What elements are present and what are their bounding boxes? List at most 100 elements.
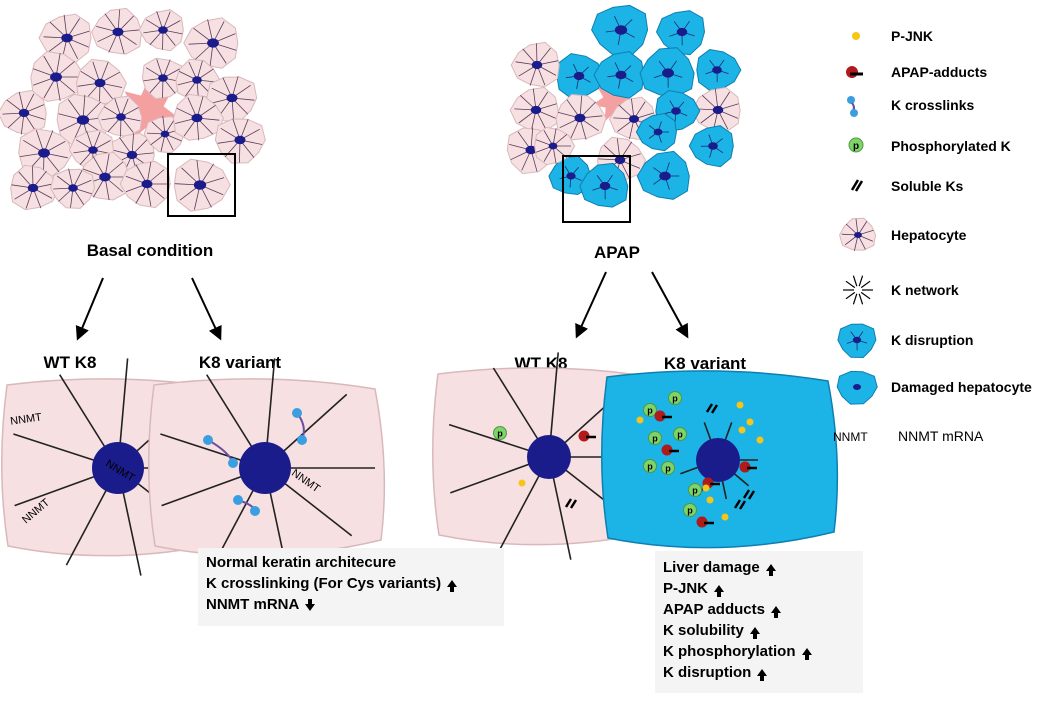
summary-text: Normal keratin architecure (206, 554, 397, 571)
hepatocyte (10, 164, 60, 211)
arrow-up-icon (770, 606, 781, 618)
dot-icon (518, 479, 526, 487)
hepatocyte (214, 118, 266, 164)
crosslink-icon (233, 495, 260, 516)
dot-icon (738, 426, 746, 434)
hepatocyte-icon (839, 217, 877, 251)
hepatocyte (691, 86, 741, 133)
hepatocyte (510, 41, 560, 88)
phospho-p-label: p (672, 394, 678, 404)
hepatocyte (38, 13, 92, 63)
arrow-apap-to-variant (651, 271, 689, 339)
arrow-up-icon (714, 585, 725, 597)
phospho-icon: p (688, 483, 702, 497)
summary-line: P-JNK (663, 578, 863, 599)
dot-icon (702, 484, 710, 492)
basal-condition-title: Basal condition (87, 241, 214, 260)
phospho-icon: p (673, 427, 687, 441)
phospho-icon: p (643, 403, 657, 417)
double-bar-icon (850, 179, 864, 192)
apap-title: APAP (594, 243, 640, 262)
summary-text: K disruption (663, 664, 752, 681)
hepatocyte (141, 57, 187, 100)
phospho-p-label: p (692, 486, 698, 496)
hepatocyte (50, 168, 96, 209)
k-disruption-icon (837, 323, 877, 359)
k8-variant-basal-cell (147, 358, 386, 576)
hepatocyte (555, 93, 607, 141)
k8-variant-title-left: K8 variant (199, 353, 282, 372)
damaged-hepatocyte (636, 150, 690, 200)
double-bar-icon (564, 498, 578, 509)
summary-text: K crosslinking (For Cys variants) (206, 575, 442, 592)
damaged-hepatocyte (591, 4, 649, 57)
phospho-icon: p (648, 431, 662, 445)
starburst-icon (843, 275, 873, 305)
hepatocyte (839, 217, 877, 251)
phospho-p-label: p (647, 462, 653, 472)
hepatocyte (138, 9, 184, 52)
legend-crosslinks: K crosslinks (891, 97, 974, 113)
summary-line: K disruption (663, 662, 863, 683)
arrow-up-icon (749, 627, 760, 639)
legend: P-JNK APAP-adducts K crosslinks p Phosph… (833, 28, 1032, 444)
phospho-p-label: p (647, 406, 653, 416)
hepatocyte (75, 58, 127, 106)
legend-pjnk: P-JNK (891, 28, 933, 44)
summary-text: K phosphorylation (663, 643, 796, 660)
legend-disruption: K disruption (891, 332, 973, 348)
hepatocyte (91, 7, 143, 55)
dot-icon (721, 513, 729, 521)
phospho-p-label: p (497, 429, 503, 439)
crosslink-icon (847, 96, 858, 117)
summary-line: APAP adducts (663, 599, 863, 620)
nucleus (696, 438, 740, 482)
legend-hepatocyte: Hepatocyte (891, 227, 967, 243)
hepatocyte (172, 93, 225, 141)
phospho-icon: p (493, 426, 507, 440)
arrow-basal-to-wt (75, 277, 104, 341)
nnmt-label: NNMT (9, 411, 42, 427)
phospho-p-label: p (665, 464, 671, 474)
dot-icon (636, 416, 644, 424)
arrow-down-icon (305, 598, 316, 611)
arrow-up-icon (765, 564, 776, 576)
zoom-box-left (167, 153, 236, 217)
adduct-icon (846, 66, 863, 79)
adduct-icon (661, 444, 679, 456)
summary-line: NNMT mRNA (206, 594, 504, 615)
legend-network: K network (891, 282, 959, 298)
dot-icon (746, 418, 754, 426)
summary-text: K solubility (663, 622, 744, 639)
nucleus (239, 442, 291, 494)
legend-nnmt-symbol: NNMT (833, 430, 868, 444)
phospho-icon: p (848, 137, 864, 153)
legend-phosphorylated: Phosphorylated K (891, 138, 1011, 154)
phospho-icon: p (683, 503, 697, 517)
summary-text: NNMT mRNA (206, 596, 300, 613)
phospho-icon: p (643, 459, 657, 473)
adduct-icon (739, 461, 757, 473)
summary-text: APAP adducts (663, 601, 765, 618)
damaged-hepatocyte (655, 10, 706, 56)
double-bar-icon (705, 403, 719, 414)
legend-soluble: Soluble Ks (891, 178, 964, 194)
summary-line: Normal keratin architecure (206, 552, 504, 573)
summary-text: P-JNK (663, 580, 709, 597)
hepatocyte (119, 160, 171, 209)
legend-adducts: APAP-adducts (891, 64, 987, 80)
adduct-icon (696, 516, 714, 528)
crosslink-icon (203, 435, 238, 468)
damaged-hepatocyte (593, 51, 645, 99)
dot-icon (706, 496, 714, 504)
phospho-p-label: p (677, 430, 683, 440)
double-bar-icon (742, 489, 756, 500)
apap-liver-lobule (506, 4, 742, 208)
summary-basal: Normal keratin architecure K crosslinking… (198, 548, 504, 626)
k-disruption (837, 323, 877, 359)
hepatocyte (173, 158, 231, 212)
hepatocyte (183, 17, 239, 69)
adduct-icon (654, 410, 672, 422)
